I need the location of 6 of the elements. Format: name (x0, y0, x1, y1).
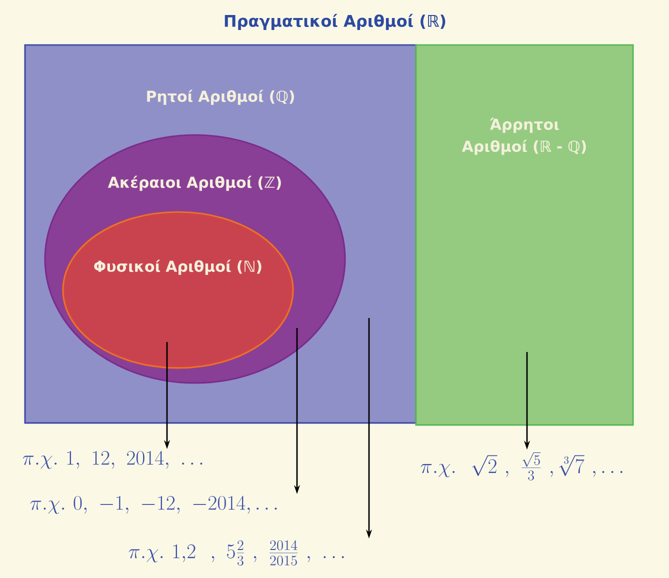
example-text: $\pi.\chi.\ 0,\ -1,\ -12,\ -2014,\ldots$ (30, 496, 277, 514)
example-text: $\pi.\chi.\ 1{,}2\ \ ,\ 5\frac{2}{3}\ ,\ \frac{2014}{2015}\ ,\ \ldots$ (128, 540, 344, 566)
example-text: $\pi.\chi.\ 1,\ 12,\ 2014,\ \ldots$ (22, 450, 202, 469)
irrational-numbers-box: Άρρητοι Αριθμοί (ℝ - ℚ) (415, 44, 634, 426)
title: Πραγματικοί Αριθμοί (ℝ) (224, 14, 446, 30)
example-text: $\pi.\chi.\ \ \sqrt{2}\ ,\ \frac{\sqrt{5}}{3}\ ,\sqrt[3]{7}\ ,\ldots$ (420, 452, 622, 480)
